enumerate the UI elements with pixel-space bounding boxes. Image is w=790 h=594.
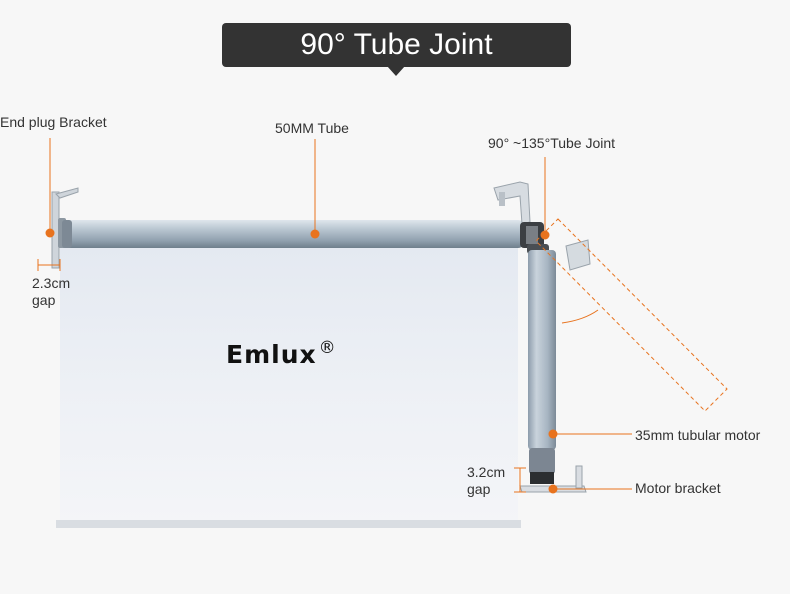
label-gap-right-word: gap: [467, 481, 491, 497]
motor-bracket: [519, 465, 587, 493]
brand-logo: Emlux®: [226, 338, 337, 369]
leader-dot-icon: [310, 229, 320, 239]
page-title: 90° Tube Joint: [222, 23, 571, 67]
leader-dot-icon: [45, 228, 55, 238]
brand-name: Emlux: [226, 340, 317, 369]
label-gap-right-value: 3.2cm: [467, 464, 506, 480]
leader-lines: [37, 138, 632, 493]
angle-arc-icon: [561, 309, 599, 324]
main-tube: [62, 220, 524, 248]
label-end-plug-bracket: End plug Bracket: [0, 114, 107, 130]
leader-dots: [45, 228, 558, 494]
top-right-bracket: [493, 181, 531, 225]
leader-dot-icon: [548, 484, 558, 494]
label-gap-left-word: gap: [32, 292, 56, 308]
bottom-rail: [56, 520, 521, 528]
alt-position-bracket: [565, 239, 591, 271]
label-50mm-tube: 50MM Tube: [275, 120, 349, 136]
leader-dot-icon: [548, 429, 558, 439]
registered-mark: ®: [318, 338, 337, 358]
label-gap-left-value: 2.3cm: [32, 275, 71, 291]
tubular-motor: [528, 250, 556, 484]
label-35mm-motor: 35mm tubular motor: [635, 427, 761, 443]
leader-dot-icon: [540, 230, 550, 240]
blind-fabric: [60, 246, 518, 524]
title-pointer: [387, 66, 405, 76]
alt-motor-position: [535, 218, 728, 412]
label-tube-joint: 90° ~135°Tube Joint: [488, 135, 616, 151]
label-motor-bracket: Motor bracket: [635, 480, 721, 496]
